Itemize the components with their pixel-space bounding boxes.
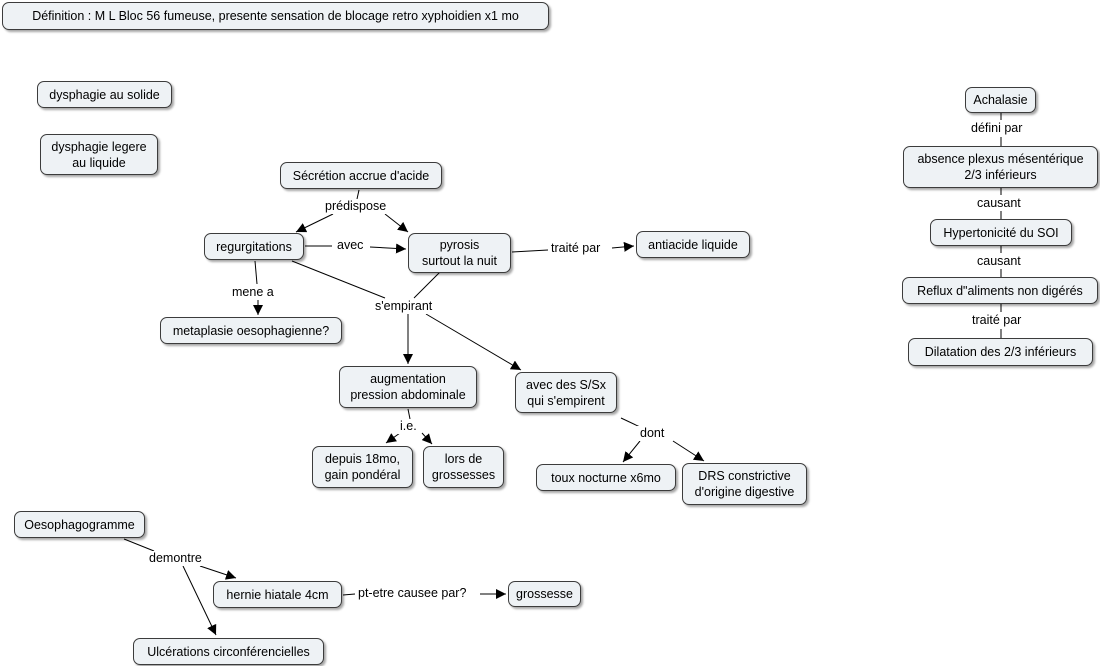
link-line <box>511 249 549 253</box>
link-label-sempirant: s'empirant <box>372 299 436 314</box>
node-toux[interactable]: toux nocturne x6mo <box>536 464 676 491</box>
link-arrow <box>384 213 409 233</box>
node-achalasie[interactable]: Achalasie <box>965 87 1036 113</box>
node-hernie[interactable]: hernie hiatale 4cm <box>213 581 342 608</box>
node-avec-ssx[interactable]: avec des S/Sx qui s'empirent <box>515 372 617 413</box>
link-arrow <box>199 565 237 580</box>
link-arrow <box>182 565 217 636</box>
node-antiacide[interactable]: antiacide liquide <box>636 231 750 258</box>
link-arrow <box>425 313 522 371</box>
node-ulcerations[interactable]: Ulcérations circonférencielles <box>133 638 324 665</box>
link-arrow <box>295 213 334 233</box>
link-arrow <box>421 432 433 445</box>
node-grossesse[interactable]: grossesse <box>508 581 581 607</box>
link-label-traite-par-2: traité par <box>969 313 1025 328</box>
node-oesophagogramme[interactable]: Oesophagogramme <box>14 511 145 538</box>
node-hypertonicite[interactable]: Hypertonicité du SOI <box>930 219 1072 246</box>
node-grossesses[interactable]: lors de grossesses <box>423 446 504 488</box>
node-augmentation[interactable]: augmentation pression abdominale <box>339 366 477 408</box>
link-label-defini-par: défini par <box>968 121 1026 136</box>
link-label-demontre: demontre <box>146 551 205 566</box>
node-absence-plexus[interactable]: absence plexus mésentérique 2/3 inférieu… <box>903 146 1098 188</box>
link-line <box>407 408 411 420</box>
node-metaplasie[interactable]: metaplasie oesophagienne? <box>160 317 342 344</box>
node-definition[interactable]: Définition : M L Bloc 56 fumeuse, presen… <box>2 2 549 30</box>
node-dilatation[interactable]: Dilatation des 2/3 inférieurs <box>908 338 1093 366</box>
node-depuis[interactable]: depuis 18mo, gain pondéral <box>312 446 413 488</box>
link-line <box>356 189 360 200</box>
link-arrow <box>369 243 407 254</box>
link-arrow <box>611 241 635 252</box>
link-line <box>620 417 641 428</box>
link-arrow <box>622 440 641 463</box>
link-label-ie: i.e. <box>397 419 420 434</box>
link-label-mene-a: mene a <box>229 285 277 300</box>
node-dysphagie-liquide[interactable]: dysphagie legere au liquide <box>40 134 158 175</box>
link-label-ptetre: pt-etre causee par? <box>355 586 470 601</box>
link-line <box>291 260 386 299</box>
link-line <box>254 260 258 285</box>
node-reflux[interactable]: Reflux d"aliments non digérés <box>902 277 1098 304</box>
link-label-dont: dont <box>637 426 668 441</box>
link-label-avec: avec <box>334 238 367 253</box>
link-line <box>123 538 155 552</box>
link-arrow <box>672 440 705 462</box>
node-dysphagie-solide[interactable]: dysphagie au solide <box>37 81 172 108</box>
link-label-traite-par: traité par <box>548 241 604 256</box>
link-line <box>342 593 356 596</box>
link-arrow <box>385 432 401 444</box>
node-regurgitations[interactable]: regurgitations <box>204 233 304 260</box>
link-label-causant-1: causant <box>974 196 1024 211</box>
link-line <box>413 271 441 299</box>
node-drs[interactable]: DRS constrictive d'origine digestive <box>682 463 807 505</box>
node-pyrosis[interactable]: pyrosis surtout la nuit <box>408 233 511 273</box>
node-secretion[interactable]: Sécrétion accrue d'acide <box>280 162 442 189</box>
link-label-causant-2: causant <box>974 254 1024 269</box>
link-label-predispose: prédispose <box>322 199 390 214</box>
